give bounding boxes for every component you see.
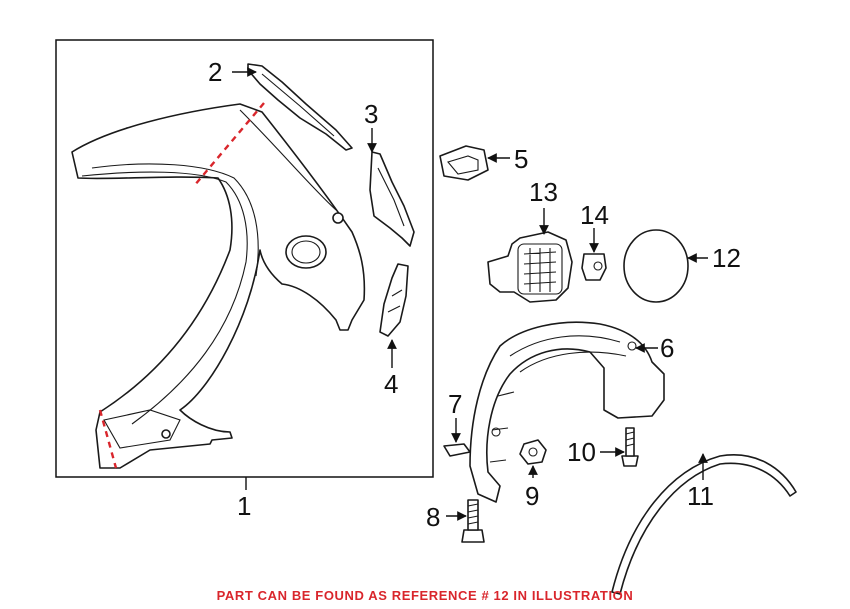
callout-14: 14	[580, 200, 609, 230]
callout-13: 13	[529, 177, 558, 207]
wheel-arch-molding[interactable]	[611, 454, 797, 595]
callout-1: 1	[237, 491, 251, 521]
lower-bracket[interactable]	[379, 263, 409, 337]
callout-3: 3	[364, 99, 378, 129]
fuel-filler-housing[interactable]	[487, 231, 573, 303]
callout-12: 12	[712, 243, 741, 273]
callout-8: 8	[426, 502, 440, 532]
fuel-door-bracket[interactable]	[439, 145, 489, 181]
cut-line-upper	[193, 102, 265, 187]
reference-note: PART CAN BE FOUND AS REFERENCE # 12 IN I…	[216, 588, 634, 603]
callout-2: 2	[208, 57, 222, 87]
roof-rail-reinforcement[interactable]	[247, 63, 353, 151]
fender-liner[interactable]	[469, 321, 665, 503]
retainer-clip[interactable]	[443, 443, 471, 457]
callout-5: 5	[514, 144, 528, 174]
callout-11: 11	[687, 481, 714, 511]
callout-9: 9	[525, 481, 539, 511]
upper-bracket[interactable]	[369, 151, 415, 247]
fuel-door[interactable]	[623, 229, 689, 303]
part-1-frame	[55, 39, 434, 478]
callout-10: 10	[567, 437, 596, 467]
bolt[interactable]	[461, 499, 485, 543]
callout-7: 7	[448, 389, 462, 419]
fuel-door-actuator[interactable]	[581, 253, 607, 281]
screw[interactable]	[621, 427, 639, 467]
callout-6: 6	[660, 333, 674, 363]
callout-4: 4	[384, 369, 398, 399]
nut[interactable]	[519, 439, 547, 465]
quarter-panel[interactable]	[71, 103, 366, 469]
